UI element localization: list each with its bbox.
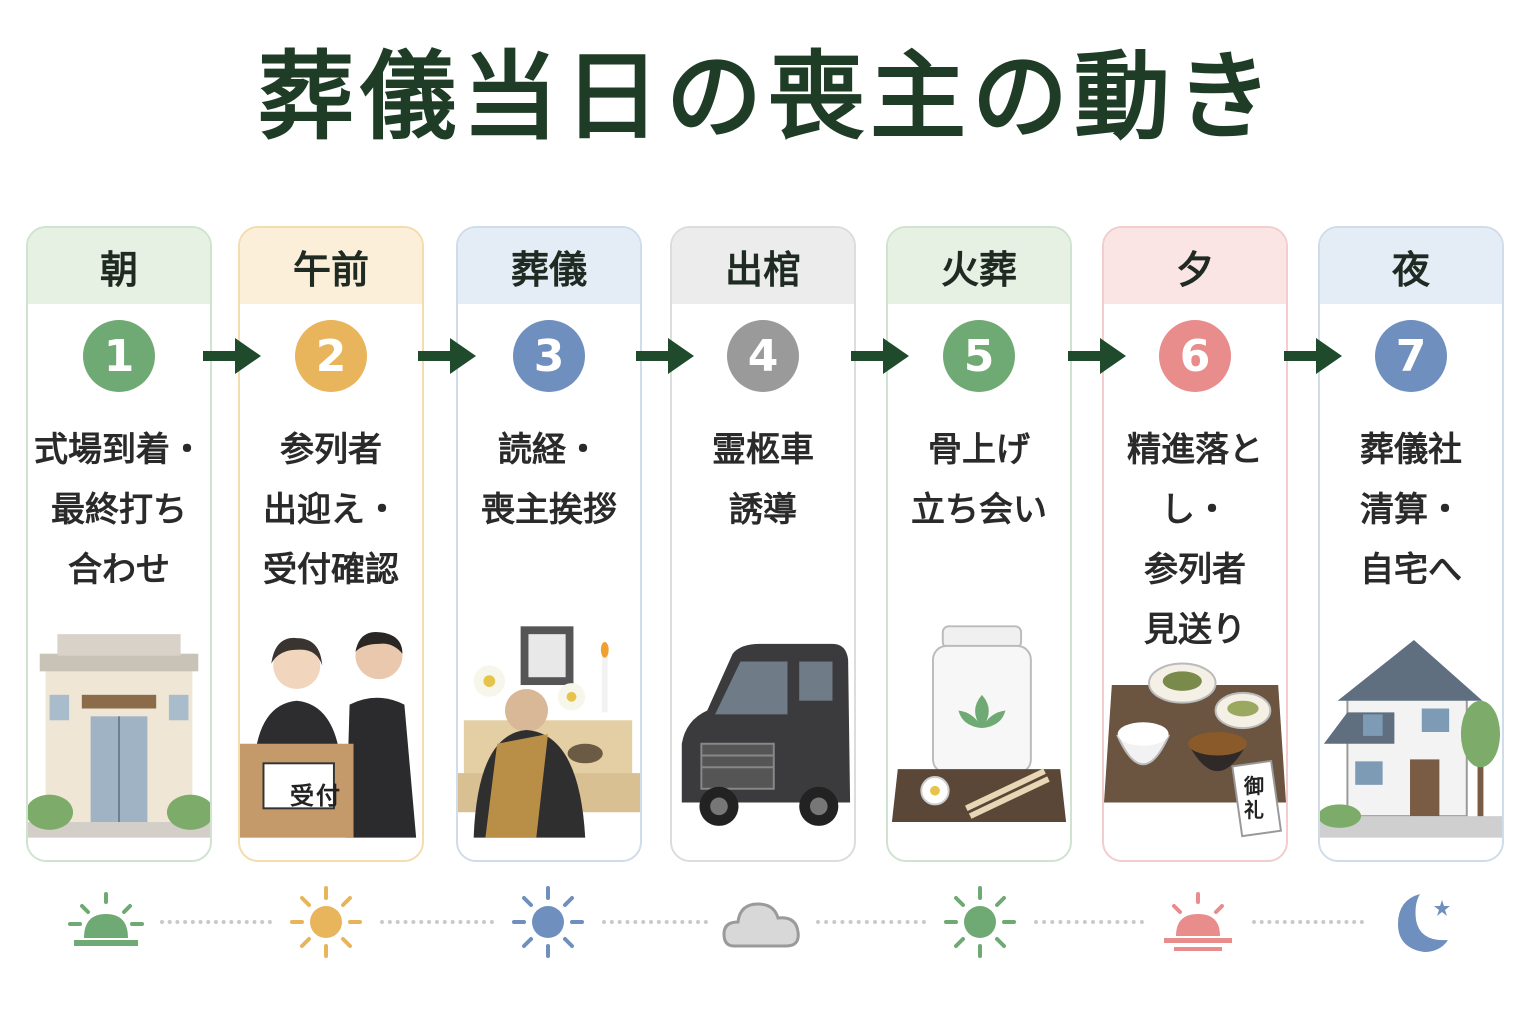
- page-title: 葬儀当日の喪主の動き: [258, 41, 1278, 153]
- sun-icon: [944, 886, 1016, 958]
- step-card: 夜 7 葬儀社 清算・ 自宅へ: [1318, 226, 1504, 862]
- sign-label: 受付: [290, 782, 342, 810]
- step-card: 朝 1 式場到着・ 最終打ち 合わせ: [26, 226, 212, 862]
- step-description: 参列者 出迎え・ 受付確認: [263, 430, 399, 590]
- arrow-right-icon: [636, 338, 694, 374]
- arrow-right-icon: [418, 338, 476, 374]
- arrow-right-icon: [1068, 338, 1126, 374]
- sunrise-icon: [68, 892, 144, 946]
- step-description: 式場到着・ 最終打ち 合わせ: [34, 430, 204, 590]
- timeline-dotted-line: [602, 920, 708, 928]
- cloud-icon: [722, 902, 800, 948]
- step-time-label: 夜: [1320, 228, 1502, 304]
- funeral-hall-illustration: [28, 634, 210, 838]
- step-description: 葬儀社 清算・ 自宅へ: [1360, 430, 1462, 590]
- altar-monk-illustration: [458, 626, 640, 838]
- moon-star-icon: [1398, 894, 1450, 952]
- hearse-illustration: [681, 643, 851, 826]
- step-number: 4: [727, 320, 799, 392]
- step-time-label: 夕: [1104, 228, 1286, 304]
- step-description: 読経・ 喪主挨拶: [481, 430, 617, 530]
- timeline-dotted-line: [1252, 920, 1364, 928]
- sunset-icon: [1164, 892, 1232, 951]
- sun-icon: [512, 886, 584, 958]
- step-card: 火葬 5 骨上げ 立ち会い: [886, 226, 1072, 862]
- step-description: 霊柩車 誘導: [712, 430, 814, 530]
- meal-tray-illustration: [1104, 662, 1286, 838]
- sign-label: 御礼: [1244, 774, 1264, 822]
- house-illustration: [1320, 640, 1502, 838]
- step-number: 7: [1375, 320, 1447, 392]
- step-description: 精進落とし・ 参列者 見送り: [1127, 430, 1263, 650]
- reception-desk-illustration: [240, 632, 417, 838]
- step-time-label: 午前: [240, 228, 422, 304]
- step-number: 2: [295, 320, 367, 392]
- step-card: 葬儀 3 読経・ 喪主挨拶: [456, 226, 642, 862]
- step-card: 夕 6 精進落とし・ 参列者 見送り 御礼: [1102, 226, 1288, 862]
- timeline-dotted-line: [160, 920, 272, 928]
- arrow-right-icon: [203, 338, 261, 374]
- step-time-label: 火葬: [888, 228, 1070, 304]
- urn-chopsticks-illustration: [891, 625, 1067, 823]
- step-description: 骨上げ 立ち会い: [911, 430, 1047, 530]
- step-card: 午前 2 参列者 出迎え・ 受付確認 受付: [238, 226, 424, 862]
- step-card: 出棺 4 霊柩車 誘導: [670, 226, 856, 862]
- timeline-dotted-line: [380, 920, 494, 928]
- timeline-dotted-line: [816, 920, 926, 928]
- timeline-dotted-line: [1034, 920, 1144, 928]
- step-number: 3: [513, 320, 585, 392]
- step-number: 1: [83, 320, 155, 392]
- step-number: 6: [1159, 320, 1231, 392]
- arrow-right-icon: [851, 338, 909, 374]
- sun-icon: [290, 886, 362, 958]
- step-time-label: 葬儀: [458, 228, 640, 304]
- step-time-label: 出棺: [672, 228, 854, 304]
- step-time-label: 朝: [28, 228, 210, 304]
- arrow-right-icon: [1284, 338, 1342, 374]
- step-number: 5: [943, 320, 1015, 392]
